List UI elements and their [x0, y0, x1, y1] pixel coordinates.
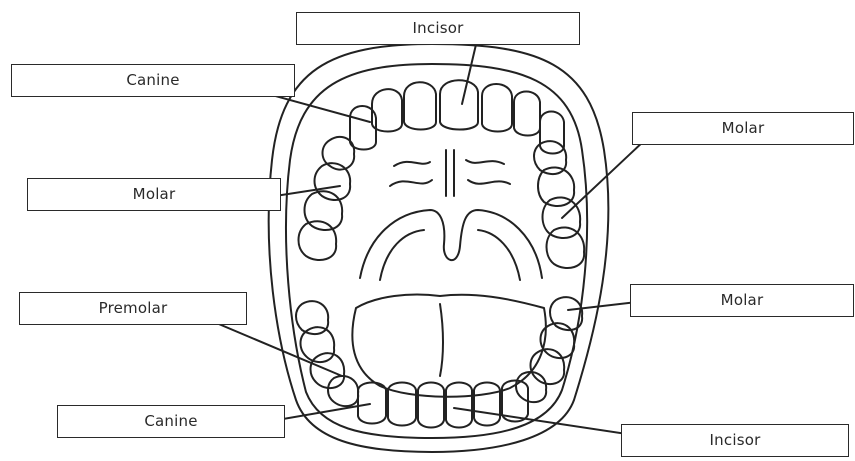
label-text: Incisor	[710, 431, 761, 451]
upper-left-molars	[299, 137, 355, 260]
outer-lip-outline	[269, 44, 609, 452]
label-text: Molar	[721, 291, 764, 311]
palate	[360, 150, 542, 280]
pointer-incisor-top	[462, 36, 478, 104]
upper-teeth	[350, 80, 564, 153]
label-text: Canine	[126, 71, 179, 91]
label-text: Incisor	[413, 19, 464, 39]
label-molar-right-bottom: Molar	[630, 284, 854, 317]
label-text: Canine	[144, 412, 197, 432]
label-canine-top: Canine	[11, 64, 295, 97]
label-molar-left: Molar	[27, 178, 281, 211]
label-text: Premolar	[99, 299, 168, 319]
label-premolar-left: Premolar	[19, 292, 247, 325]
label-incisor-top: Incisor	[296, 12, 580, 45]
label-incisor-bottom: Incisor	[621, 424, 849, 457]
label-molar-right-top: Molar	[632, 112, 854, 145]
label-canine-bottom: Canine	[57, 405, 285, 438]
label-text: Molar	[133, 185, 176, 205]
label-text: Molar	[722, 119, 765, 139]
